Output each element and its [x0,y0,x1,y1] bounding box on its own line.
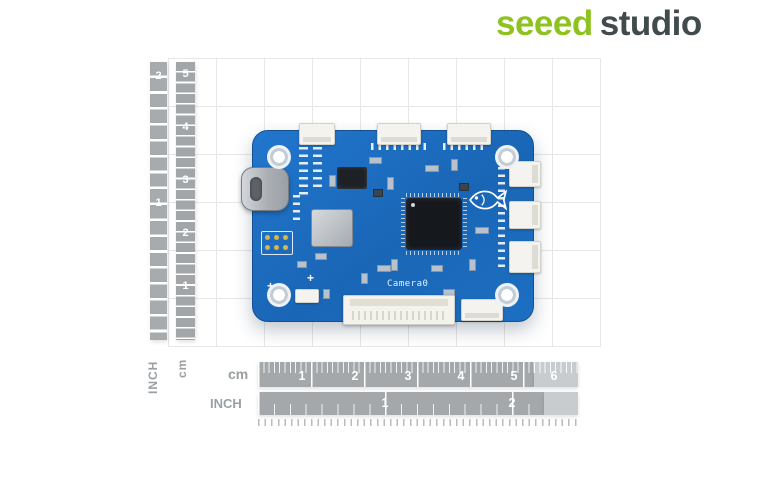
left-cm-ruler-label: cm [175,358,189,378]
smd-component [297,261,307,268]
main-chip-body [406,198,462,250]
ruler-number: 4 [182,121,189,133]
smd-component [431,265,443,272]
silkscreen-marks [293,195,300,225]
gold-pad [283,235,288,240]
chip-pins [406,193,462,197]
left-inch-ruler-label: INCH [146,360,160,394]
ruler-number: 5 [510,369,518,383]
bottom-cm-ruler-extension: 6 [534,362,578,387]
ruler-number: 6 [550,369,558,383]
smd-component [391,259,398,271]
ruler-number: 2 [351,369,359,383]
ruler-number: 3 [182,174,189,186]
mounting-hole [267,145,291,169]
fpc-connector [343,295,455,325]
gold-pad [265,245,270,250]
silkscreen-marks [443,143,483,150]
header-connector-top-1 [299,123,335,145]
ruler-number: 5 [182,68,189,80]
mounting-hole [495,145,519,169]
bottom-inch-ruler: 1 2 [258,392,544,415]
smd-component [459,183,469,191]
metal-shield [311,209,353,247]
silkscreen-marks [299,147,308,195]
chip-pins [406,251,462,255]
gold-pad [274,245,279,250]
smd-component [451,159,458,171]
smd-component [361,273,368,284]
ruler-number: 1 [298,369,306,383]
bottom-cm-ruler: 1 2 3 4 5 [258,362,534,387]
bottom-inch-ruler-label: INCH [210,396,242,411]
smd-component [377,265,391,272]
smd-component [475,227,489,234]
chip-pins [463,198,467,250]
header-connector-top-3 [447,123,491,145]
brand-name-seeed: seeed [496,4,593,43]
mounting-hole [495,283,519,307]
flash-chip [337,167,367,189]
smd-component [323,289,330,299]
gold-pad [265,235,270,240]
left-inch-ruler: 2 1 [150,62,167,340]
left-cm-ruler: 5 4 3 2 1 [176,62,195,340]
ruler-number: 1 [155,197,162,209]
smd-component [373,189,383,197]
smd-component [369,157,382,164]
ruler-number: 3 [404,369,412,383]
gold-pad [274,235,279,240]
fish-logo-icon [469,189,508,211]
silkscreen-marks [313,147,322,187]
header-connector-top-2 [377,123,421,145]
connector-bottom-right [461,299,503,321]
smd-component [315,253,327,260]
smd-component [329,175,336,187]
main-chip [401,193,467,255]
usb-c-port [241,167,289,211]
fiducial-plus: + [307,271,315,285]
mounting-hole [267,283,291,307]
brand-name-studio: studio [599,4,702,43]
ruler-number: 4 [457,369,465,383]
connector-bottom-left [295,289,319,303]
smd-component [469,259,476,271]
gold-pad [283,245,288,250]
pad-footprint [261,231,293,255]
ruler-number: 2 [508,396,516,410]
camera0-label: Camera0 [387,279,429,289]
silkscreen-marks [371,143,427,150]
pcb-board: Camera0 + + [241,123,541,325]
chip-pins [401,198,405,250]
header-connector-right-3 [509,241,541,273]
bottom-inch-ruler-extension [544,392,578,415]
ruler-number: 1 [182,280,189,292]
smd-component [387,177,394,190]
header-connector-right-2 [509,201,541,229]
silkscreen-marks [498,167,505,267]
ruler-number: 2 [182,227,189,239]
smd-component [425,165,439,172]
header-connector-right-1 [509,161,541,187]
ruler-number: 1 [381,396,389,410]
bottom-ruler-fine-ticks [258,419,578,426]
ruler-number: 2 [155,70,162,82]
bottom-cm-ruler-label: cm [228,366,249,382]
